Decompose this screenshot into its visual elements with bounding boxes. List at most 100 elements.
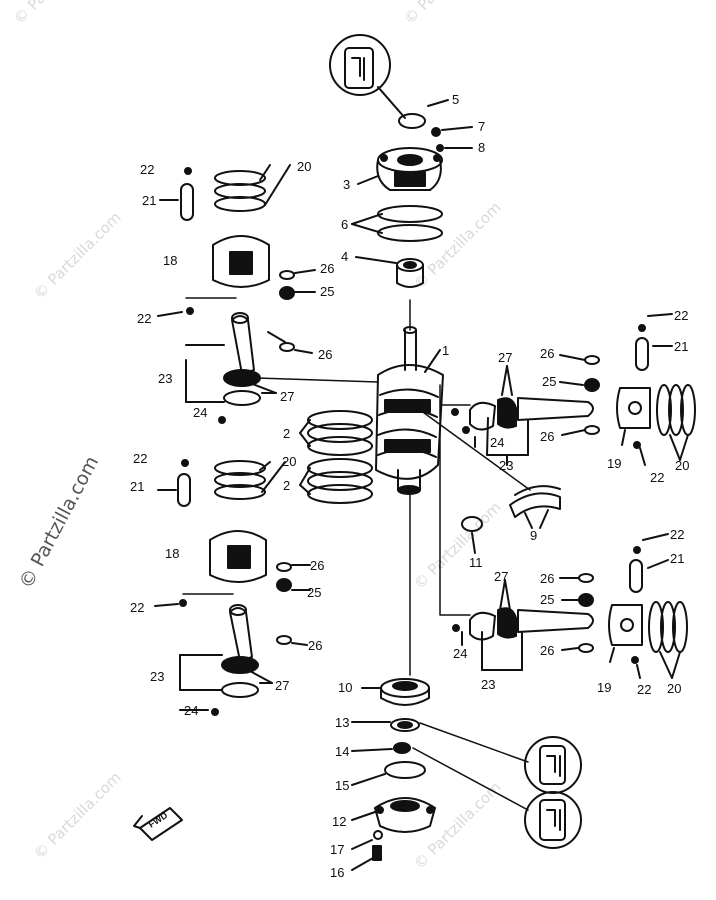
callout-3: 3	[343, 177, 350, 192]
callout-21: 21	[130, 479, 144, 494]
watermark-text: © Partzilla.com	[10, 0, 105, 28]
callout-26: 26	[540, 429, 554, 444]
callout-27: 27	[280, 389, 294, 404]
callout-25: 25	[540, 592, 554, 607]
callout-24: 24	[193, 405, 207, 420]
callout-22: 22	[650, 470, 664, 485]
crankshaft-1	[375, 364, 444, 495]
seal-13	[390, 718, 420, 732]
snap-ring-11	[461, 516, 483, 532]
callout-20: 20	[297, 159, 311, 174]
o-ring-15	[384, 761, 426, 779]
watermark-text: © Partzilla.com	[400, 0, 495, 28]
callout-20: 20	[667, 681, 681, 696]
callout-8: 8	[478, 140, 485, 155]
piston-pin-21	[180, 183, 194, 221]
callout-21: 21	[674, 339, 688, 354]
callout-23: 23	[150, 669, 164, 684]
piston-18	[212, 235, 270, 288]
watermark-text: © Partzilla.com	[30, 208, 125, 303]
bearing-detail-icon	[344, 47, 374, 89]
callout-20: 20	[282, 454, 296, 469]
callout-22: 22	[637, 682, 651, 697]
lower-bearing-10	[380, 678, 430, 706]
callout-19: 19	[597, 680, 611, 695]
bearing-4	[396, 258, 424, 288]
callout-22: 22	[674, 308, 688, 323]
callout-5: 5	[452, 92, 459, 107]
callout-27: 27	[275, 678, 289, 693]
callout-16: 16	[330, 865, 344, 880]
piston-rings-2	[307, 410, 373, 504]
callout-11: 11	[469, 555, 483, 570]
callout-18: 18	[163, 253, 177, 268]
crankshaft-upper-shaft	[404, 329, 417, 371]
callout-26: 26	[308, 638, 322, 653]
callout-22: 22	[137, 311, 151, 326]
callout-13: 13	[335, 715, 349, 730]
callout-2: 2	[283, 426, 290, 441]
callout-22: 22	[133, 451, 147, 466]
bolt-16	[372, 845, 382, 861]
callout-23: 23	[481, 677, 495, 692]
watermark-text: © Partzilla.com	[410, 778, 505, 873]
piston-19	[616, 387, 651, 429]
left-lower-piston-assembly	[177, 459, 292, 716]
forward-direction-arrow	[133, 807, 183, 841]
seal-5	[398, 113, 426, 129]
callout-27: 27	[498, 350, 512, 365]
callout-22: 22	[140, 162, 154, 177]
callout-24: 24	[490, 435, 504, 450]
callout-9: 9	[530, 528, 537, 543]
callout-21: 21	[142, 193, 156, 208]
seal-detail-icon	[539, 799, 566, 841]
lower-housing-12	[374, 797, 436, 833]
callout-1: 1	[442, 343, 449, 358]
callout-26: 26	[540, 643, 554, 658]
connecting-rod-23	[517, 397, 594, 421]
callout-24: 24	[453, 646, 467, 661]
connecting-rod-23	[231, 315, 255, 375]
callout-23: 23	[499, 458, 513, 473]
callout-22: 22	[130, 600, 144, 615]
callout-6: 6	[341, 217, 348, 232]
main-bearing-half-9	[509, 485, 561, 518]
callout-12: 12	[332, 814, 346, 829]
callout-25: 25	[307, 585, 321, 600]
callout-20: 20	[675, 458, 689, 473]
callout-22: 22	[670, 527, 684, 542]
watermark-text-dark: © Partzilla.com	[15, 453, 103, 593]
watermark-text: © Partzilla.com	[30, 768, 125, 863]
callout-4: 4	[341, 249, 348, 264]
upper-bearing-housing-3	[376, 147, 443, 191]
callout-18: 18	[165, 546, 179, 561]
callout-26: 26	[310, 558, 324, 573]
callout-2: 2	[283, 478, 290, 493]
callout-26: 26	[540, 571, 554, 586]
watermark-text: © Partzilla.com	[410, 498, 505, 593]
callout-26: 26	[320, 261, 334, 276]
callout-labels: 1 2 2 3 4 5 6 7 8 9 10 11 12 13 14 15 16…	[130, 92, 689, 880]
detail-callout-circle	[524, 791, 582, 849]
callout-19: 19	[607, 456, 621, 471]
left-upper-piston-assembly	[180, 167, 295, 424]
callout-26: 26	[540, 346, 554, 361]
o-ring-6	[377, 224, 443, 242]
callout-25: 25	[320, 284, 334, 299]
seal-14	[393, 742, 411, 754]
callout-14: 14	[335, 744, 349, 759]
callout-23: 23	[158, 371, 172, 386]
o-ring-6	[377, 205, 443, 223]
callout-26: 26	[318, 347, 332, 362]
seal-detail-icon	[539, 745, 566, 785]
callout-27: 27	[494, 569, 508, 584]
callout-25: 25	[542, 374, 556, 389]
watermark-text: © Partzilla.com	[410, 198, 505, 293]
right-lower-piston-assembly	[452, 546, 688, 664]
callout-7: 7	[478, 119, 485, 134]
detail-callout-circle	[329, 34, 391, 96]
callout-21: 21	[670, 551, 684, 566]
callout-17: 17	[330, 842, 344, 857]
